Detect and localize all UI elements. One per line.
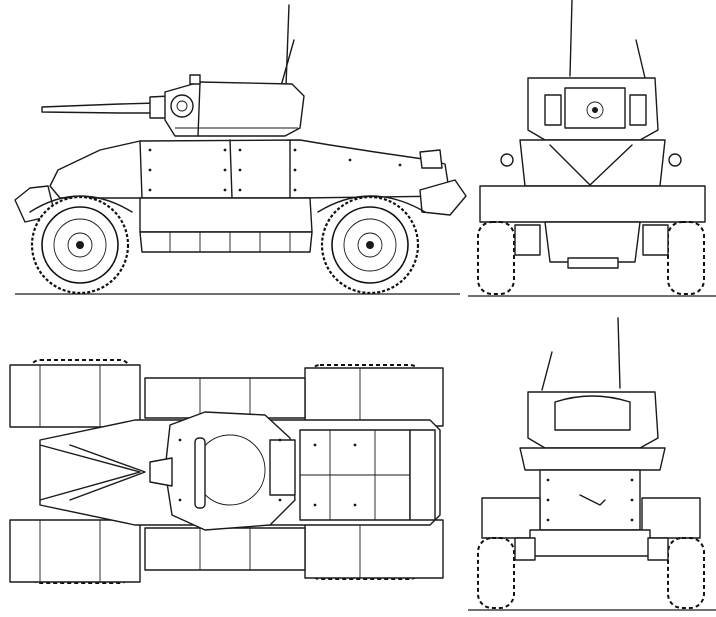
side-front-wheel: [30, 195, 130, 295]
top-rivets: [178, 438, 357, 507]
front-headlight-right: [668, 153, 682, 167]
rear-mudguard-right: [641, 497, 701, 539]
top-hatch: [194, 437, 206, 509]
top-view: [9, 359, 444, 584]
top-side-stowage-left: [144, 377, 306, 419]
front-headlight-left: [500, 153, 514, 167]
side-turret-periscope: [189, 74, 201, 85]
top-mudguard-front-left: [9, 364, 141, 428]
top-mudguard-rear-left: [304, 367, 444, 427]
side-view: [14, 4, 467, 295]
side-gun-barrel: [41, 102, 161, 114]
side-turret-port: [170, 94, 194, 118]
front-glacis: [544, 221, 641, 263]
rear-view: [468, 317, 716, 611]
top-mudguard-front-right: [9, 519, 141, 583]
top-side-stowage-right: [144, 527, 306, 571]
side-antenna-2: [280, 39, 295, 87]
rear-lower-plate: [529, 529, 651, 557]
rear-tyre-left: [477, 537, 515, 609]
rear-antenna-2: [541, 351, 553, 391]
top-gun-mantlet: [149, 457, 173, 487]
rear-tyre-right: [667, 537, 705, 609]
front-antenna-2: [635, 39, 646, 79]
rear-rivets: [546, 478, 634, 522]
side-rear-stowage: [419, 179, 467, 216]
side-hull-upper: [49, 139, 451, 199]
side-rear-wheel: [320, 195, 420, 295]
front-tyre-right: [667, 221, 705, 295]
front-view: [468, 0, 716, 297]
side-hull-lower: [139, 197, 313, 233]
side-skirt: [139, 231, 313, 253]
rear-mudguard-left: [481, 497, 541, 539]
rear-antenna: [617, 317, 621, 389]
top-rear-plate: [409, 429, 436, 521]
front-antenna: [569, 0, 573, 77]
side-rivets: [148, 148, 402, 192]
rear-turret: [527, 391, 659, 449]
top-mudguard-rear-right: [304, 519, 444, 579]
front-tyre-left: [477, 221, 515, 295]
side-antenna: [285, 4, 290, 87]
front-hull-upper: [519, 139, 666, 187]
front-hull-lower: [479, 185, 706, 223]
